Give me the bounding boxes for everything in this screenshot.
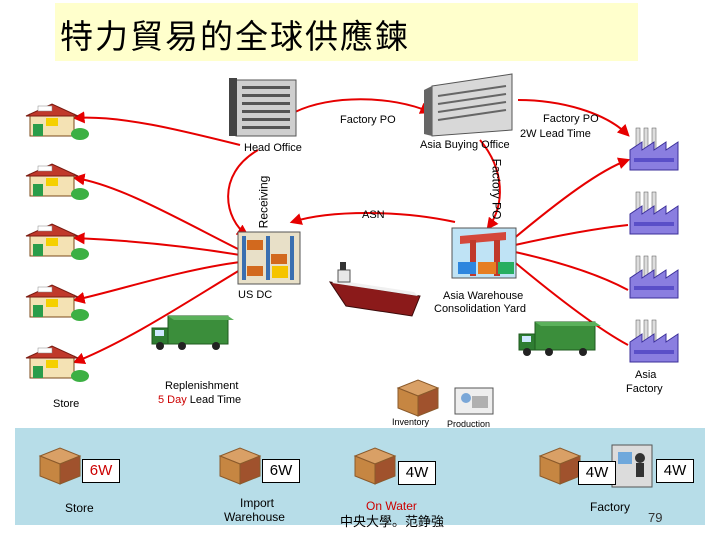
asn-label: ASN bbox=[362, 209, 385, 221]
store-icon-2 bbox=[25, 163, 90, 201]
replenishment-label: Replenishment bbox=[165, 380, 239, 392]
factory-po-vertical-label: Factory PO bbox=[489, 158, 504, 220]
timeline-crate-4 bbox=[539, 447, 581, 485]
truck-right-icon bbox=[518, 321, 602, 357]
factory-po-left-label: Factory PO bbox=[340, 114, 396, 126]
factory-icon-3 bbox=[629, 255, 679, 299]
factory-icon-1 bbox=[629, 127, 679, 171]
asia-buying-office-label: Asia Buying Office bbox=[420, 139, 510, 151]
timeline-on-water-label: On Water bbox=[366, 499, 417, 513]
footer-credit: 中央大學。范錚強 bbox=[340, 515, 445, 530]
store-icon-1 bbox=[25, 103, 90, 141]
receiving-label: Receiving bbox=[256, 175, 271, 229]
timeline-import-label: Import bbox=[240, 496, 275, 510]
duration-import-warehouse: 6W bbox=[262, 459, 300, 483]
factory-icon-2 bbox=[629, 191, 679, 235]
duration-on-water: 4W bbox=[398, 461, 436, 485]
truck-left-icon bbox=[151, 315, 235, 351]
store-icon-5 bbox=[25, 345, 90, 383]
timeline-crate-1 bbox=[39, 447, 81, 485]
store-icon-4 bbox=[25, 284, 90, 322]
head-office-label: Head Office bbox=[244, 142, 302, 154]
consolidation-yard-label: Consolidation Yard bbox=[434, 303, 526, 315]
factory-arrows bbox=[511, 157, 631, 346]
store-icon-3 bbox=[25, 223, 90, 261]
asia-buying-office-icon bbox=[424, 73, 513, 137]
title-banner bbox=[55, 3, 638, 61]
duration-factory-2: 4W bbox=[656, 459, 694, 483]
duration-factory-1: 4W bbox=[578, 461, 616, 485]
timeline-factory-worker-icon bbox=[611, 444, 653, 488]
lead-time-label: 5 Day Lead Time bbox=[158, 394, 242, 406]
lead-time-2w-label: 2W Lead Time bbox=[520, 128, 591, 140]
page-title: 特力貿易的全球供應鍊 bbox=[60, 17, 410, 56]
head-office-building-icon bbox=[229, 78, 297, 137]
factory-po-right-label: Factory PO bbox=[543, 113, 599, 125]
production-icon bbox=[454, 387, 494, 415]
production-label: Production bbox=[447, 419, 491, 429]
inventory-label: Inventory bbox=[392, 417, 430, 427]
store-arrows bbox=[72, 111, 241, 365]
timeline-crate-3 bbox=[354, 447, 396, 485]
duration-store: 6W bbox=[82, 459, 120, 483]
inventory-icon bbox=[397, 379, 439, 417]
cargo-ship-icon bbox=[328, 262, 421, 317]
timeline-crate-2 bbox=[219, 447, 261, 485]
page-number: 79 bbox=[648, 510, 663, 525]
asia-factory-label-2: Factory bbox=[626, 383, 663, 395]
po-arrows bbox=[227, 98, 630, 237]
asia-warehouse-label: Asia Warehouse bbox=[443, 290, 524, 302]
timeline-factory-label: Factory bbox=[590, 500, 631, 514]
factory-icon-4 bbox=[629, 319, 679, 363]
asia-warehouse-crane-icon bbox=[451, 227, 517, 279]
us-dc-label: US DC bbox=[238, 289, 273, 301]
us-dc-warehouse-icon bbox=[237, 231, 301, 285]
timeline-warehouse-label: Warehouse bbox=[224, 510, 285, 524]
asia-factory-label-1: Asia bbox=[635, 369, 657, 381]
store-label: Store bbox=[53, 398, 80, 410]
timeline-store-label: Store bbox=[65, 501, 94, 515]
